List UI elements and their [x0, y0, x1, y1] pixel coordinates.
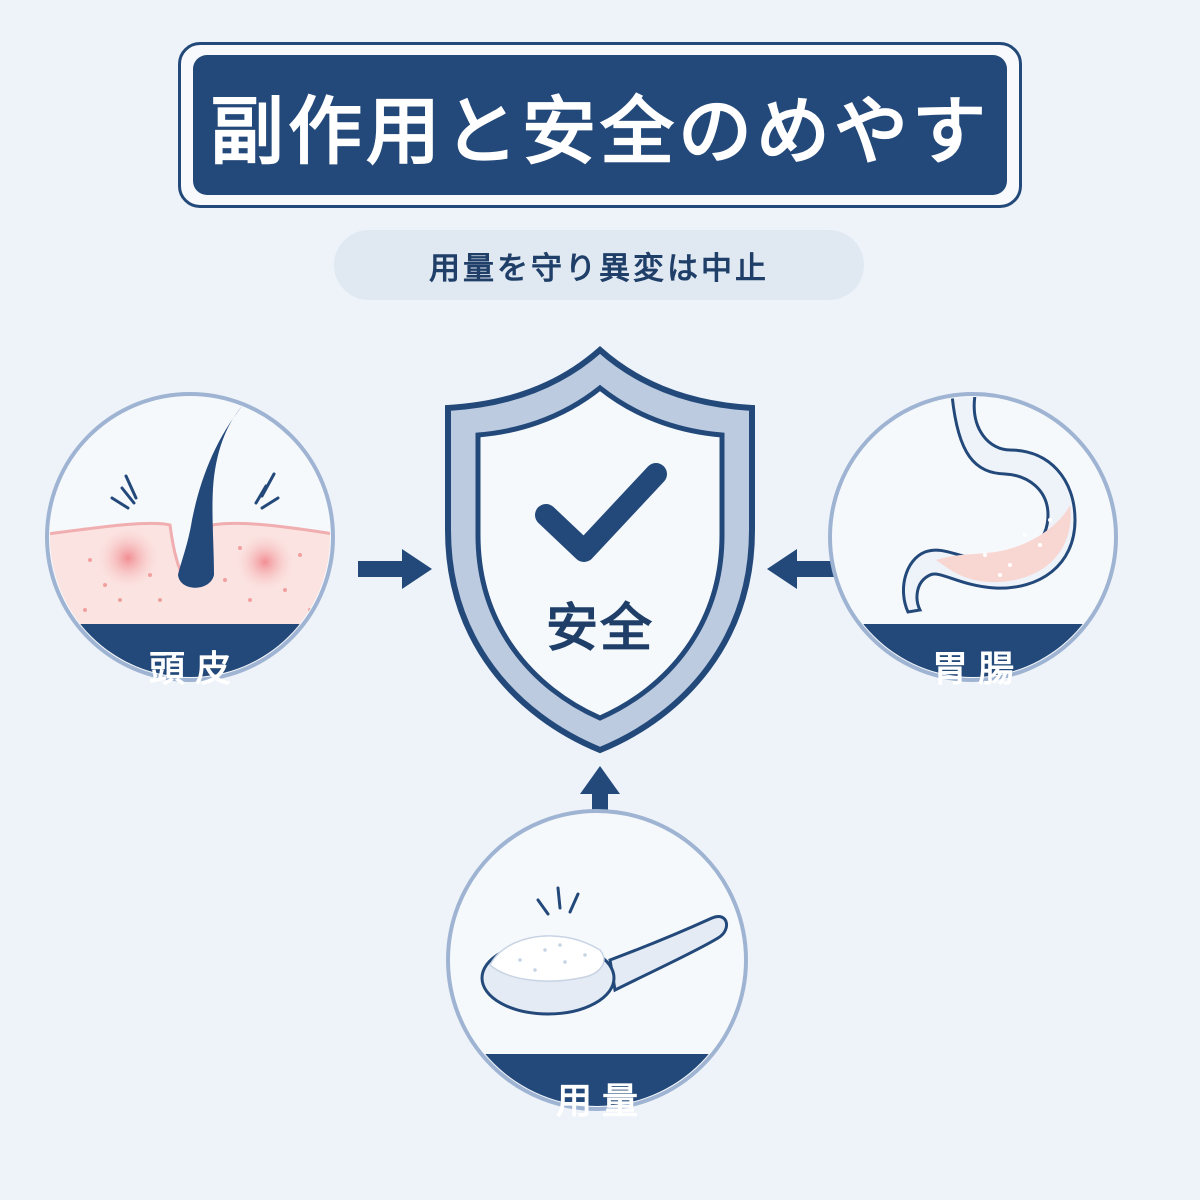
node-label-dose: 用量 [555, 1081, 648, 1122]
node-scalp [45, 392, 335, 682]
check-mark-icon [535, 463, 667, 562]
node-label-scalp: 頭皮 [148, 649, 241, 690]
arrow-scalp-to-center [358, 549, 432, 589]
shield-check-icon [445, 345, 755, 754]
arrow-gut-to-center [767, 549, 840, 589]
subtitle-pill: 用量を守り異変は中止 [334, 230, 864, 300]
node-label-gut: 胃腸 [931, 649, 1024, 690]
page-title: 副作用と安全のめやす [210, 88, 990, 175]
title-frame: 副作用と安全のめやす [178, 42, 1022, 208]
center-label: 安全 [545, 599, 654, 659]
title-box: 副作用と安全のめやす [193, 55, 1007, 195]
subtitle: 用量を守り異変は中止 [429, 250, 769, 287]
